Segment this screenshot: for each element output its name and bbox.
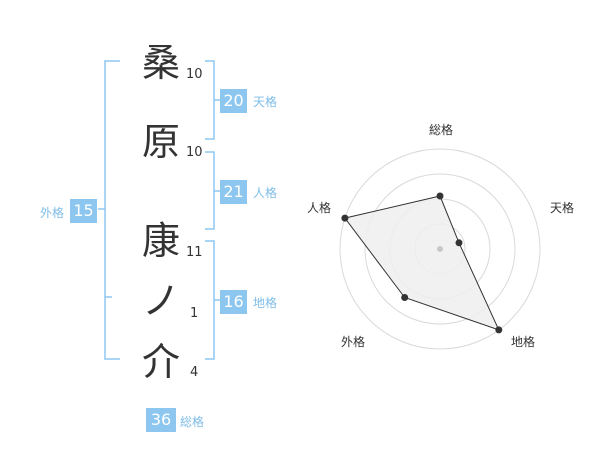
soukaku-label: 総格 <box>180 415 205 429</box>
jinkaku-badge: 21 <box>220 180 247 204</box>
name-char-3: 康 <box>142 219 181 263</box>
radar-axis-label-soukaku: 総格 <box>429 123 454 137</box>
stroke-count-2: 10 <box>186 145 203 160</box>
radar-axis-label-gaikaku: 外格 <box>341 335 366 349</box>
radar-area <box>344 195 500 331</box>
gaikaku-badge: 15 <box>70 199 97 223</box>
chikaku-label: 地格 <box>253 296 278 310</box>
soukaku-badge: 36 <box>146 408 176 432</box>
name-char-2: 原 <box>142 120 181 164</box>
name-char-1: 桑 <box>142 41 181 85</box>
tenkaku-label: 天格 <box>253 95 278 109</box>
stroke-count-5: 4 <box>190 365 199 380</box>
radar-ring-3 <box>364 173 516 325</box>
radar-point-3 <box>495 326 503 334</box>
gaikaku-bracket <box>104 60 120 360</box>
jinkaku-label: 人格 <box>253 186 278 200</box>
radar-points <box>341 192 503 334</box>
gaikaku-label: 外格 <box>40 206 65 220</box>
stroke-count-3: 11 <box>186 245 203 260</box>
radar-ring-4 <box>339 148 541 350</box>
stroke-count-4: 1 <box>190 306 199 321</box>
radar-point-5 <box>341 214 349 222</box>
radar-point-4 <box>401 294 409 301</box>
name-char-5: 介 <box>142 340 181 384</box>
radar-axis-label-chikaku: 地格 <box>511 335 536 349</box>
chikaku-badge: 16 <box>220 290 247 314</box>
radar-axis-label-jinkaku: 人格 <box>307 201 332 215</box>
radar-center-dot <box>437 246 443 252</box>
radar-point-2 <box>455 239 463 247</box>
radar-axis-label-tenkaku: 天格 <box>550 201 575 215</box>
name-char-4: ノ <box>142 279 181 323</box>
radar-point-1 <box>436 192 444 200</box>
tenkaku-badge: 20 <box>220 89 247 113</box>
stroke-count-1: 10 <box>186 67 203 82</box>
